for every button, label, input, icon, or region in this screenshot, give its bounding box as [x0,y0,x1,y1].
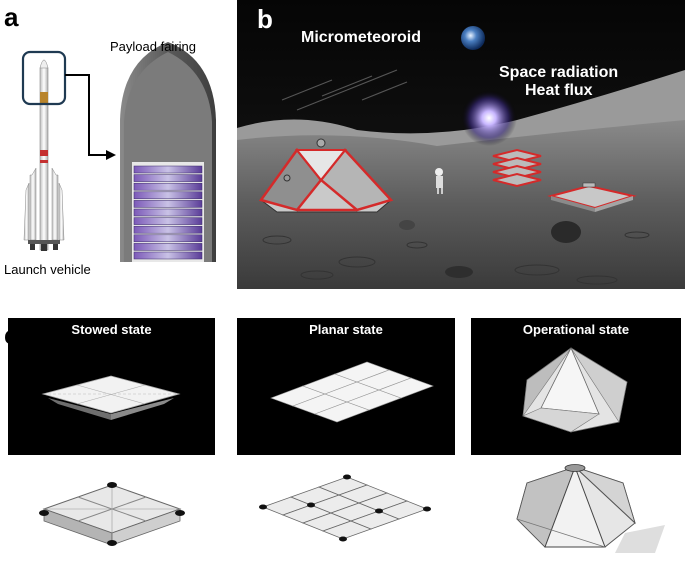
stowed-module-layer [133,182,203,191]
crater [576,275,618,285]
stowed-module-layer [133,191,203,200]
habitat-module-planar [547,182,637,212]
stowed-state-title: Stowed state [71,322,152,337]
planar-state-render: Planar state [237,318,455,455]
panel-letter-a: a [4,2,19,32]
stowed-module-layer [133,234,203,243]
micrometeoroid-label: Micrometeoroid [301,29,422,46]
arrow-head-icon [106,150,116,160]
lunar-surface-scene [237,0,685,289]
arrow-connector [65,74,106,156]
panel-letter-b: b [257,4,273,34]
planar-state-title: Planar state [309,322,383,337]
launch-vehicle-label: Launch vehicle [4,262,91,277]
stowed-module-layer [133,225,203,234]
hinge-node-icon [175,510,185,516]
folded-module-stack [133,165,203,260]
panel-a: a [0,0,232,290]
stowed-module-layer [133,200,203,208]
stowed-modules-stack [492,148,542,188]
crater [262,235,292,245]
radiation-flare-icon [461,90,517,146]
habitat-module-large [258,138,394,213]
stowed-module-layer [133,243,203,251]
stowed-state-render: Stowed state [8,318,215,455]
panel-b: b Micrometeoroid Space radiation Heat fl… [237,0,685,289]
crater [406,241,428,249]
astronaut-icon [435,168,443,194]
crater [624,231,650,239]
stowed-module-render [41,375,181,420]
operational-module-render [522,347,628,433]
earth-icon [461,26,485,50]
lunar-craters [262,231,650,285]
stowed-module-layer [133,251,203,260]
hinge-node-icon [107,482,117,488]
stowed-module-layer [133,208,203,217]
stowed-module-layer [133,217,203,225]
crater [300,270,334,280]
fairing-highlight-box [21,50,67,106]
hinge-node-icon [107,540,117,546]
hinge-node-icon [39,510,49,516]
stowed-module-layer [492,172,542,188]
planar-structure-render [259,474,431,542]
planar-module-render [270,361,434,423]
payload-fairing-label: Payload fairing [110,39,196,54]
stowed-module-layer [133,165,203,174]
heat-flux-label: Heat flux [525,82,593,99]
crater [338,256,376,268]
stowed-structure-render [39,482,185,546]
payload-fairing [120,42,216,262]
space-radiation-label: Space radiation [499,64,619,81]
crater [514,264,560,276]
micrometeoroid-streaks-icon [281,69,408,111]
operational-state-title: Operational state [522,322,630,337]
operational-state-render: Operational state [471,318,681,455]
rocket-icon [23,59,65,251]
stowed-module-layer [133,174,203,182]
launch-vehicle-illustration [21,42,216,262]
operational-structure-render [516,464,665,553]
